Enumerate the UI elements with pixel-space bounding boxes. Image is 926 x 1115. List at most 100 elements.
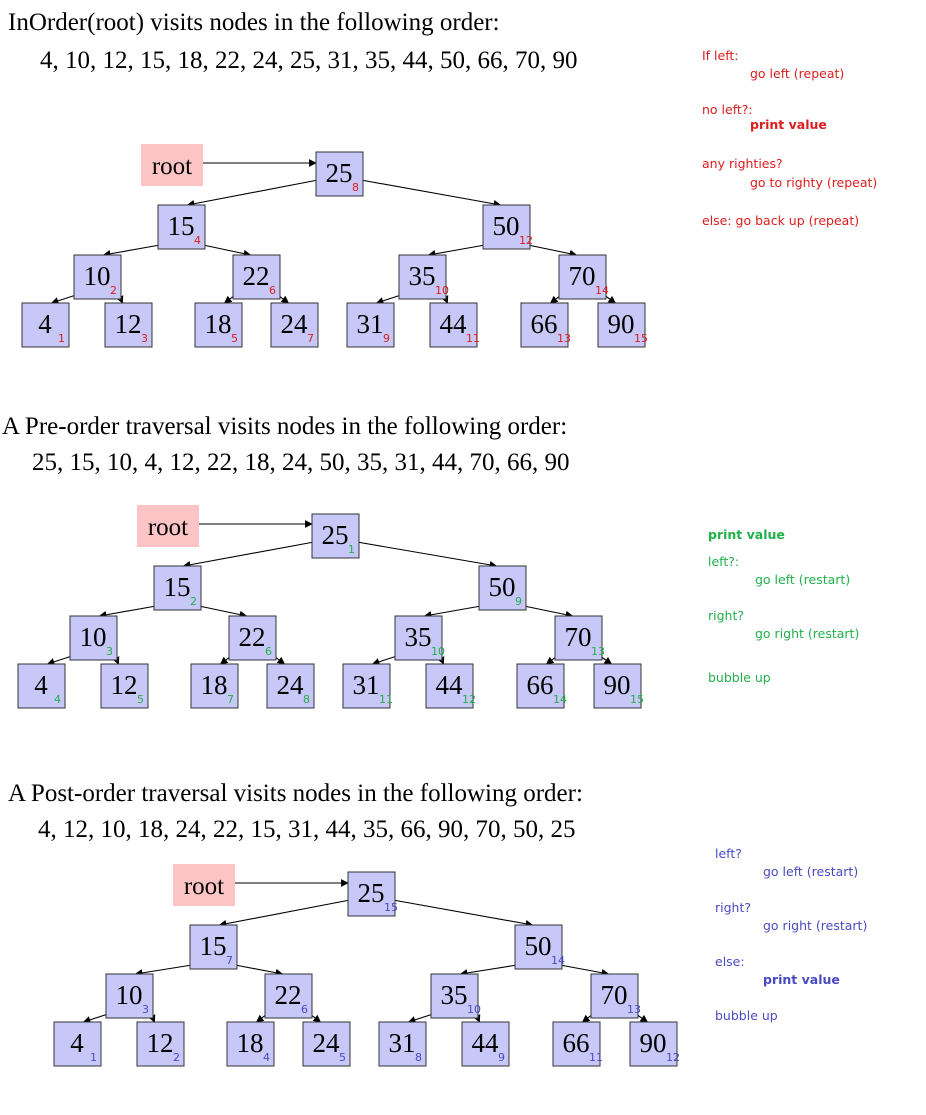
visit-order-number: 4 [194,234,201,247]
node-box [478,565,527,611]
visit-order-number: 3 [142,1003,149,1016]
preorder-tree-edge [423,605,482,619]
visit-order-number: 2 [110,284,117,297]
inorder-tree-edge [527,244,578,258]
node-value: 15 [164,572,191,602]
inorder-note-line: else: go back up (repeat) [702,213,859,228]
node-value: 35 [409,261,436,291]
inorder-heading: InOrder(root) visits nodes in the follow… [8,9,500,36]
postorder-tree-edge [218,899,351,928]
visit-order-number: 6 [265,645,272,658]
node-box [558,254,607,300]
postorder-note-line: print value [763,972,840,987]
node-box [136,1021,185,1067]
visit-order-number: 1 [90,1051,97,1064]
node-box [73,254,122,300]
node-box [342,663,391,709]
inorder-tree-edge [427,244,486,258]
node-value: 4 [70,1028,84,1058]
node-box [228,615,277,661]
preorder-tree-edge [356,541,498,569]
preorder-tree-edge [182,541,315,569]
node-box [21,302,70,348]
inorder-note-line: print value [750,117,827,132]
visit-order-number: 13 [627,1003,641,1016]
visit-order-number: 10 [431,645,445,658]
node-value: 4 [34,670,48,700]
node-value: 10 [116,980,143,1010]
visit-order-number: 12 [519,234,533,247]
visit-order-number: 15 [384,901,398,914]
postorder-root-label-box [173,864,235,906]
visit-order-number: 11 [589,1051,603,1064]
visit-order-number: 10 [467,1003,481,1016]
visit-order-number: 8 [415,1051,422,1064]
preorder-tree-edge [198,605,248,619]
preorder-note-line: right? [708,608,744,623]
node-value: 24 [281,309,309,339]
inorder-root-label-box [141,144,203,186]
visit-order-number: 6 [269,284,276,297]
postorder-note-line: go left (restart) [763,864,858,879]
postorder-note-line: bubble up [715,1008,778,1023]
node-value: 15 [200,931,227,961]
node-box [53,1021,102,1067]
inorder-tree-edge [360,179,502,208]
node-value: 24 [277,670,305,700]
visit-order-number: 6 [301,1003,308,1016]
node-value: 10 [84,261,111,291]
inorder-note-line: go left (repeat) [750,66,844,81]
visit-order-number: 9 [383,332,390,345]
node-box [378,1021,427,1067]
visit-order-number: 9 [498,1051,505,1064]
node-box [552,1021,601,1067]
postorder-tree-edge [134,964,193,977]
postorder-note-line: else: [715,954,745,969]
node-value: 90 [604,670,631,700]
node-value: 90 [608,309,635,339]
node-value: 25 [326,158,353,188]
postorder-tree-edge [392,899,534,928]
node-box [157,204,206,250]
node-value: 25 [322,520,349,550]
postorder-root-label: root [184,873,224,900]
visit-order-number: 2 [190,595,197,608]
node-value: 50 [525,931,552,961]
node-value: 12 [115,309,142,339]
node-box [394,615,443,661]
node-value: 25 [358,878,385,908]
node-box [514,924,563,970]
inorder-tree-edge [186,179,319,208]
visit-order-number: 11 [379,693,393,706]
visit-order-number: 3 [141,332,148,345]
node-box [554,615,603,661]
node-box [266,663,315,709]
visit-order-number: 4 [54,693,61,706]
inorder-note-line: no left?: [702,102,753,117]
postorder-heading: A Post-order traversal visits nodes in t… [8,780,583,807]
preorder-heading: A Pre-order traversal visits nodes in th… [2,413,567,440]
node-value: 31 [357,309,384,339]
preorder-sequence: 25, 15, 10, 4, 12, 22, 18, 24, 50, 35, 3… [32,449,570,476]
node-box [520,302,569,348]
node-value: 18 [237,1028,264,1058]
visit-order-number: 3 [106,645,113,658]
node-box [302,1021,351,1067]
